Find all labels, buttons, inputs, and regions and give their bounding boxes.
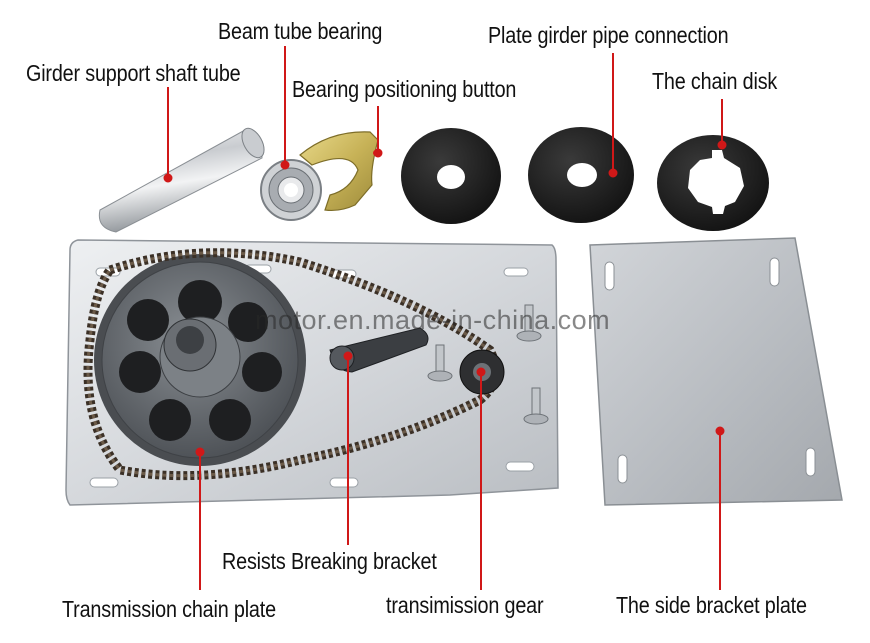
watermark: motor.en.made-in-china.com [255,305,611,335]
disk-2 [528,127,634,223]
label-bearing-positioning-button: Bearing positioning button [292,76,517,102]
label-transmission-gear: transimission gear [386,592,544,618]
label-transmission-chain-plate: Transmission chain plate [62,596,276,622]
label-plate-girder-pipe-connection: Plate girder pipe connection [488,22,729,48]
shaft-tube [98,127,265,233]
label-side-bracket-plate: The side bracket plate [616,592,807,618]
label-girder-support-shaft-tube: Girder support shaft tube [26,60,241,86]
chain-disk [657,135,769,231]
label-resists-breaking-bracket: Resists Breaking bracket [222,548,437,574]
bolts [427,304,549,425]
disk-1 [401,128,501,224]
leader-lines [163,46,727,590]
large-sprocket [94,254,306,466]
drive-chain [83,248,501,481]
ball-bearing [260,159,322,221]
side-bracket-plate [589,237,843,506]
label-chain-disk: The chain disk [652,68,778,94]
label-beam-tube-bearing: Beam tube bearing [218,18,383,44]
